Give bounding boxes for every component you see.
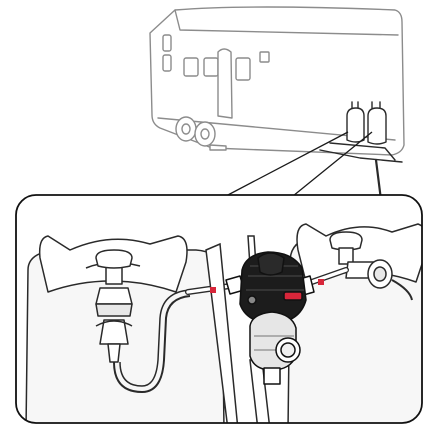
propane-tank-icon (288, 224, 432, 427)
trailer-icon (150, 7, 404, 201)
callout-zoom-panel (16, 195, 432, 427)
propane-tank-icon (26, 236, 224, 427)
